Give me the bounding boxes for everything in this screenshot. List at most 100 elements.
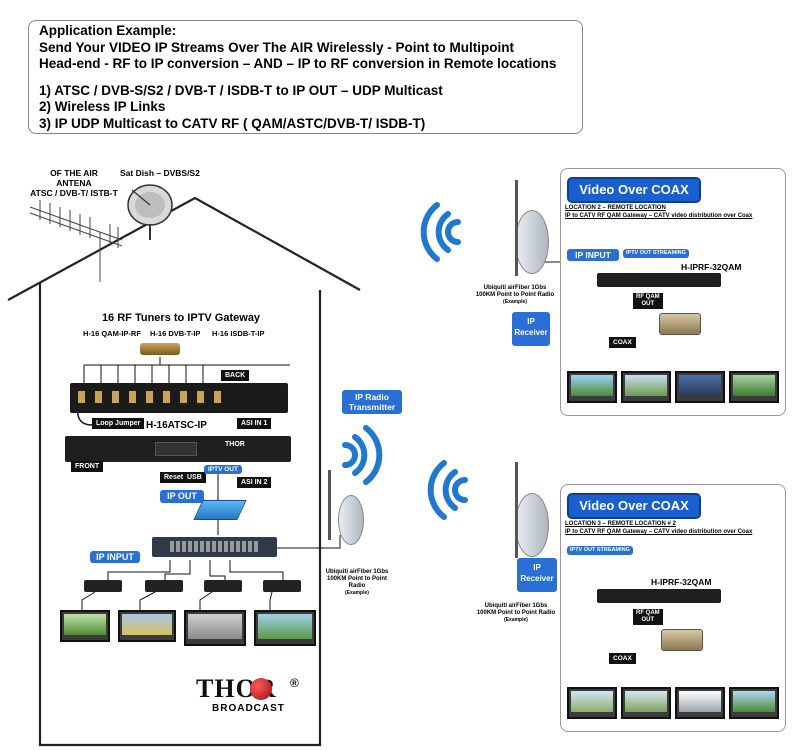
radio-caption-bottom-2: 100KM Point to Point Radio [476, 610, 556, 616]
header-item-2: 2) Wireless IP Links [39, 99, 166, 114]
antenna-icon [29, 200, 123, 282]
radio-caption-1: Ubiquiti airFiber 1Gbs [325, 569, 389, 575]
wifi-icon-remote-bottom [427, 460, 468, 520]
radio-caption-bottom-3: (Example) [504, 617, 528, 623]
header-line-1: Send Your VIDEO IP Streams Over The AIR … [39, 39, 514, 55]
radio-caption-remote-bottom: Ubiquiti airFiber 1Gbs 100KM Point to Po… [470, 603, 562, 624]
front-display [155, 442, 197, 456]
remote-top-rf-out-1: RF QAM [636, 294, 660, 300]
model-1: H-16 QAM-IP-RF [83, 329, 141, 338]
front-label: FRONT [71, 461, 104, 472]
remote-top-location: LOCATION 2 – REMOTE LOCATION [565, 205, 666, 211]
ip-receiver-box-1 [84, 580, 122, 592]
header-item-1: 1) ATSC / DVB-S/S2 / DVB-T / ISDB-T to I… [39, 82, 443, 98]
loop-jumper-label: Loop Jumper [92, 418, 145, 429]
globe-icon [250, 678, 272, 700]
model-2: H-16 DVB-T-IP [150, 329, 201, 338]
remote-bottom-tv-4 [729, 687, 779, 719]
radio-pole-remote-bottom [515, 462, 518, 558]
header-box: Application Example: Send Your VIDEO IP … [28, 20, 583, 134]
ip-receiver-box-4 [263, 580, 301, 592]
radio-caption-2: 100KM Point to Point Radio [327, 576, 387, 589]
radio-caption-3: (Example) [345, 590, 369, 596]
back-tag: BACK [221, 370, 250, 381]
remote-top-tv-2 [621, 371, 671, 403]
antenna-label-1: OF THE AIR [50, 168, 98, 178]
receiver-bottom-1: IP [533, 563, 541, 572]
remote-bottom-rf-out-2: OUT [641, 617, 655, 623]
receiver-bottom-2: Receiver [520, 574, 554, 583]
remote-bottom-device-name: H-IPRF-32QAM [651, 577, 712, 587]
remote-top-tv-4 [729, 371, 779, 403]
ip-out-tag: IP OUT [160, 490, 204, 503]
remote-top-device-name: H-IPRF-32QAM [681, 262, 742, 272]
remote-bottom-tv-1 [567, 687, 617, 719]
usb-tag: USB [183, 472, 206, 483]
radio-caption-remote-top: Ubiquiti airFiber 1Gbs 100KM Point to Po… [470, 285, 560, 306]
tv-4 [254, 610, 316, 646]
radio-transmitter-line-2: Transmitter [348, 402, 396, 412]
radio-dish-icon [338, 495, 364, 545]
radio-transmitter-tag: IP Radio Transmitter [342, 390, 402, 414]
remote-bottom-rf-out-1: RF QAM [636, 610, 660, 616]
ip-receiver-box-3 [204, 580, 242, 592]
asi-in-1-tag: ASI IN 1 [237, 418, 272, 429]
radio-dish-icon-remote-top [515, 210, 549, 274]
device-name: H-16ATSC-IP [146, 420, 207, 431]
remote-top-device [597, 273, 721, 287]
ip-input-tag: IP INPUT [90, 551, 140, 563]
logo-sub: BROADCAST [212, 703, 285, 714]
remote-location-bottom: Video Over COAX LOCATION 3 – REMOTE LOCA… [560, 484, 786, 732]
radio-caption-top-3: (Example) [503, 299, 527, 305]
sat-dish-icon [127, 184, 173, 240]
reset-label: Reset [160, 472, 188, 483]
front-tag: FRONT [71, 461, 104, 472]
switch-ports [170, 541, 260, 552]
receiver-top-2: Receiver [514, 328, 548, 337]
ip-receiver-top: IP Receiver [512, 312, 550, 346]
radio-dish-icon-remote-bottom [515, 493, 549, 557]
rf-connector-icon [140, 343, 180, 355]
ip-receiver-box-2 [145, 580, 183, 592]
antenna-label-2: ANTENA [56, 178, 92, 188]
remote-top-tv-3 [675, 371, 725, 403]
remote-bottom-tv-3 [675, 687, 725, 719]
remote-top-title: Video Over COAX [567, 177, 701, 203]
antenna-label-3: ATSC / DVB-T/ ISTB-T [30, 188, 118, 198]
iptv-out-tag: IPTV OUT [204, 465, 242, 474]
remote-top-rf-out: RF QAM OUT [633, 293, 663, 309]
tv-1 [60, 610, 110, 642]
asi-in-2-label: ASI IN 2 [237, 477, 272, 488]
remote-bottom-tv-2 [621, 687, 671, 719]
asi-in-2-tag: ASI IN 2 [237, 477, 272, 488]
radio-caption-top-1: Ubiquiti airFiber 1Gbs [483, 285, 547, 291]
usb-label: USB [183, 472, 206, 483]
remote-top-splitter-icon [659, 313, 701, 335]
remote-bottom-device [597, 589, 721, 603]
reset-tag: Reset [160, 472, 188, 483]
remote-location-top: Video Over COAX LOCATION 2 – REMOTE LOCA… [560, 168, 786, 416]
front-logo: THOR [225, 441, 245, 448]
radio-caption-top-2: 100KM Point to Point Radio [475, 292, 555, 298]
asi-in-1-label: ASI IN 1 [237, 418, 272, 429]
remote-top-desc: IP to CATV RF QAM Gateway – CATV video d… [565, 213, 753, 219]
remote-top-coax: COAX [609, 337, 636, 348]
wifi-icon-headend [342, 425, 383, 485]
remote-top-tv-1 [567, 371, 617, 403]
ip-receiver-bottom: IP Receiver [517, 558, 557, 592]
rf-ports [78, 391, 228, 403]
network-switch [152, 537, 277, 557]
antenna-label: OF THE AIR ANTENA ATSC / DVB-T/ ISTB-T [28, 168, 120, 198]
remote-top-iptv-streaming: IPTV OUT STREAMING [623, 249, 689, 258]
back-label: BACK [221, 370, 250, 381]
radio-transmitter-line-1: IP Radio [355, 392, 389, 402]
model-3: H-16 ISDB-T-IP [212, 329, 265, 338]
loop-jumper-tag: Loop Jumper [92, 418, 145, 429]
remote-bottom-coax: COAX [609, 653, 636, 664]
remote-bottom-splitter-icon [661, 629, 703, 651]
radio-pole [328, 470, 331, 540]
tv-2 [118, 610, 176, 642]
radio-caption-headend: Ubiquiti airFiber 1Gbs 100KM Point to Po… [322, 569, 392, 597]
header-item-3: 3) IP UDP Multicast to CATV RF ( QAM/AST… [39, 115, 426, 131]
registered-icon: ® [290, 676, 299, 690]
